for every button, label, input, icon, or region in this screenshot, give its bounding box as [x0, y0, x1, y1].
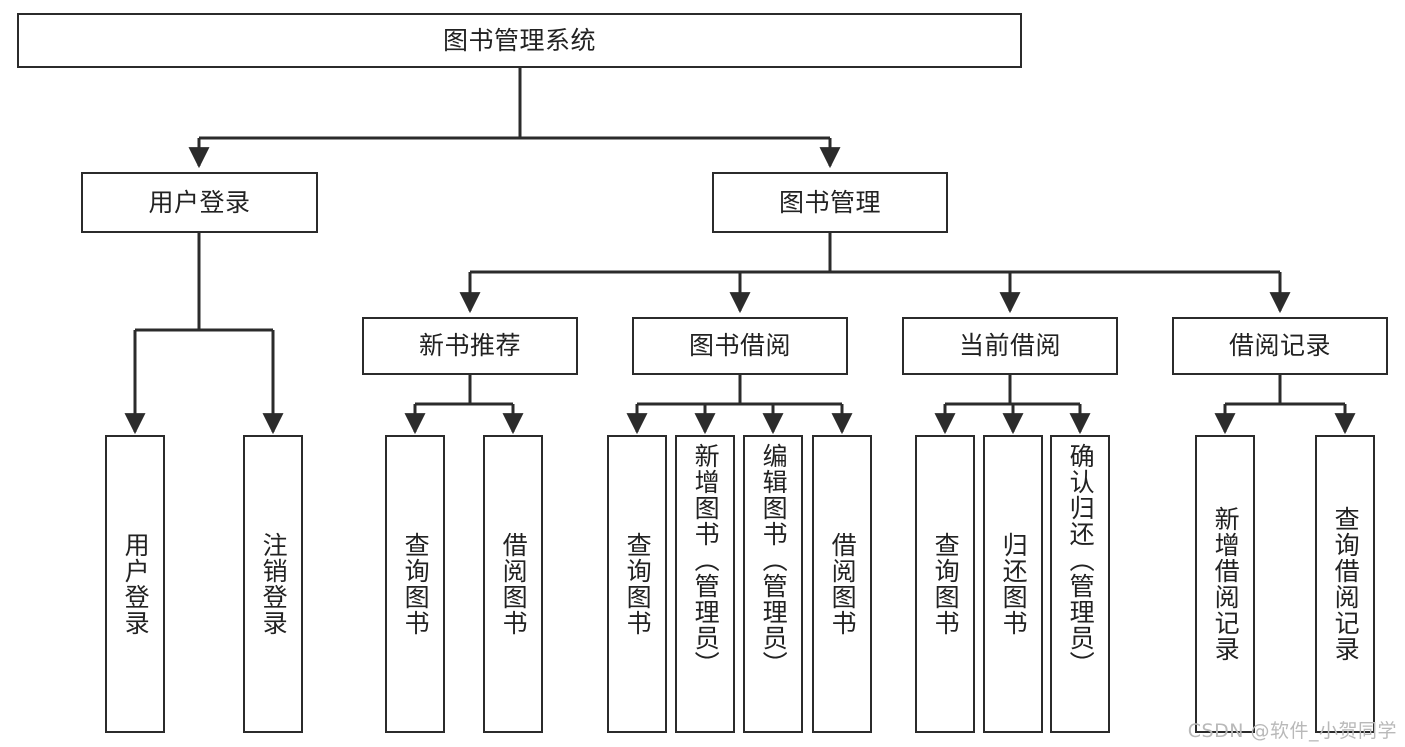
node-label: 图书借阅 — [688, 331, 791, 360]
node-label: 借阅图书 — [828, 532, 858, 636]
node-label: 编辑图书（管理员） — [759, 443, 789, 677]
leaf-current-query-book[interactable]: 查询图书 — [915, 435, 975, 733]
watermark-text: CSDN @软件_小贺同学 — [1187, 720, 1397, 742]
leaf-borrow-borrow-book[interactable]: 借阅图书 — [812, 435, 872, 733]
node-user-login[interactable]: 用户登录 — [81, 172, 318, 233]
leaf-borrow-query-book[interactable]: 查询图书 — [607, 435, 667, 733]
node-label: 用户登录 — [148, 187, 251, 217]
leaf-borrow-add-book-admin[interactable]: 新增图书（管理员） — [675, 435, 735, 733]
node-label: 新书推荐 — [418, 331, 521, 360]
node-label: 查询图书 — [401, 532, 431, 636]
leaf-user-login[interactable]: 用户登录 — [105, 435, 165, 733]
node-label: 借阅图书 — [499, 532, 529, 636]
node-label: 当前借阅 — [958, 331, 1061, 360]
node-label: 借阅记录 — [1228, 331, 1331, 360]
node-label: 归还图书 — [999, 532, 1029, 636]
leaf-recommend-borrow-book[interactable]: 借阅图书 — [483, 435, 543, 733]
leaf-recommend-query-book[interactable]: 查询图书 — [385, 435, 445, 733]
leaf-record-query-record[interactable]: 查询借阅记录 — [1315, 435, 1375, 733]
node-book-borrow[interactable]: 图书借阅 — [632, 317, 848, 375]
node-label: 新增图书（管理员） — [691, 443, 721, 677]
leaf-current-confirm-return-admin[interactable]: 确认归还（管理员） — [1050, 435, 1110, 733]
leaf-borrow-edit-book-admin[interactable]: 编辑图书（管理员） — [743, 435, 803, 733]
node-book-management[interactable]: 图书管理 — [712, 172, 948, 233]
node-label: 图书管理 — [778, 187, 881, 217]
node-current-borrow[interactable]: 当前借阅 — [902, 317, 1118, 375]
leaf-logout[interactable]: 注销登录 — [243, 435, 303, 733]
leaf-record-add-record[interactable]: 新增借阅记录 — [1195, 435, 1255, 733]
node-label: 用户登录 — [121, 532, 151, 636]
node-label: 查询图书 — [931, 532, 961, 636]
node-label: 注销登录 — [259, 532, 289, 636]
node-borrow-record[interactable]: 借阅记录 — [1172, 317, 1388, 375]
node-new-book-recommend[interactable]: 新书推荐 — [362, 317, 578, 375]
node-label: 查询借阅记录 — [1331, 506, 1361, 662]
leaf-current-return-book[interactable]: 归还图书 — [983, 435, 1043, 733]
node-label: 新增借阅记录 — [1211, 506, 1241, 662]
node-label: 查询图书 — [623, 532, 653, 636]
node-label: 图书管理系统 — [442, 25, 596, 55]
node-label: 确认归还（管理员） — [1066, 443, 1096, 677]
node-root-system[interactable]: 图书管理系统 — [17, 13, 1022, 68]
